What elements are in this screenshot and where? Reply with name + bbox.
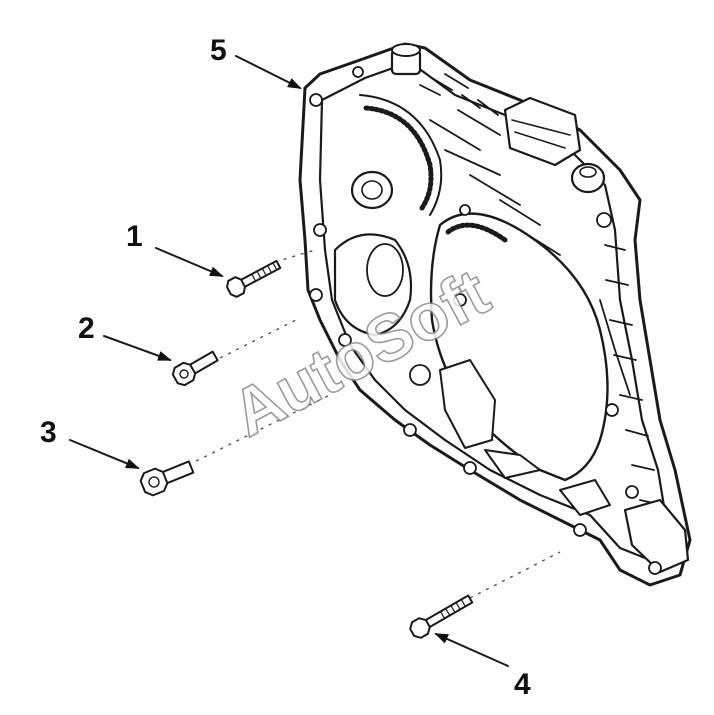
leader-arrows: [69, 55, 509, 667]
arrow-4: [434, 633, 509, 667]
alignment-lines: [187, 249, 561, 599]
arrow-2: [103, 335, 172, 361]
gear-cover-housing: [298, 42, 692, 587]
bolt-3: [139, 460, 195, 497]
bolt-1: [226, 259, 282, 298]
arrow-3: [69, 439, 140, 469]
arrow-5: [235, 55, 302, 89]
callout-3: 3: [40, 416, 57, 449]
bolt-4: [409, 594, 474, 639]
callout-1: 1: [126, 220, 143, 253]
arrow-1: [155, 247, 224, 277]
bolt-2: [171, 350, 219, 387]
callout-5: 5: [210, 34, 227, 67]
callout-4: 4: [514, 668, 531, 701]
callout-2: 2: [78, 312, 95, 345]
bolt-holes: [309, 66, 662, 575]
